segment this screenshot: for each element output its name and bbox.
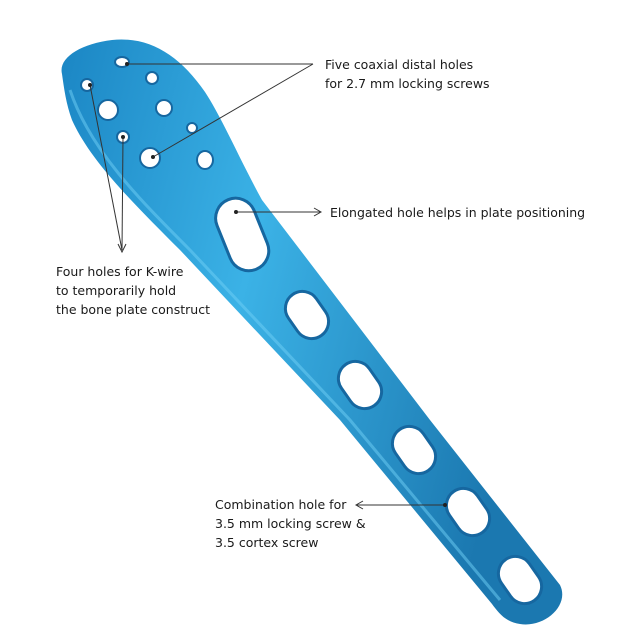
label-line: Combination hole for bbox=[215, 497, 347, 512]
elongated-hole-label: Elongated hole helps in plate positionin… bbox=[330, 203, 585, 222]
label-line: to temporarily hold bbox=[56, 283, 177, 298]
callout-dots bbox=[88, 62, 447, 507]
label-line: the bone plate construct bbox=[56, 302, 210, 317]
label-line: Four holes for K-wire bbox=[56, 264, 184, 279]
distal-holes-label: Five coaxial distal holes for 2.7 mm loc… bbox=[325, 55, 490, 93]
combination-holes bbox=[283, 289, 544, 606]
label-line: 3.5 cortex screw bbox=[215, 535, 319, 550]
label-line: for 2.7 mm locking screws bbox=[325, 76, 490, 91]
callout-lines bbox=[89, 63, 445, 510]
label-line: 3.5 mm locking screw & bbox=[215, 516, 366, 531]
label-line: Elongated hole helps in plate positionin… bbox=[330, 205, 586, 220]
elongated-hole bbox=[214, 196, 271, 273]
distal-holes bbox=[80, 56, 214, 170]
label-line: Five coaxial distal holes bbox=[325, 57, 474, 72]
combination-hole-label: Combination hole for 3.5 mm locking scre… bbox=[215, 495, 366, 552]
kwire-holes-label: Four holes for K-wire to temporarily hol… bbox=[56, 262, 210, 319]
